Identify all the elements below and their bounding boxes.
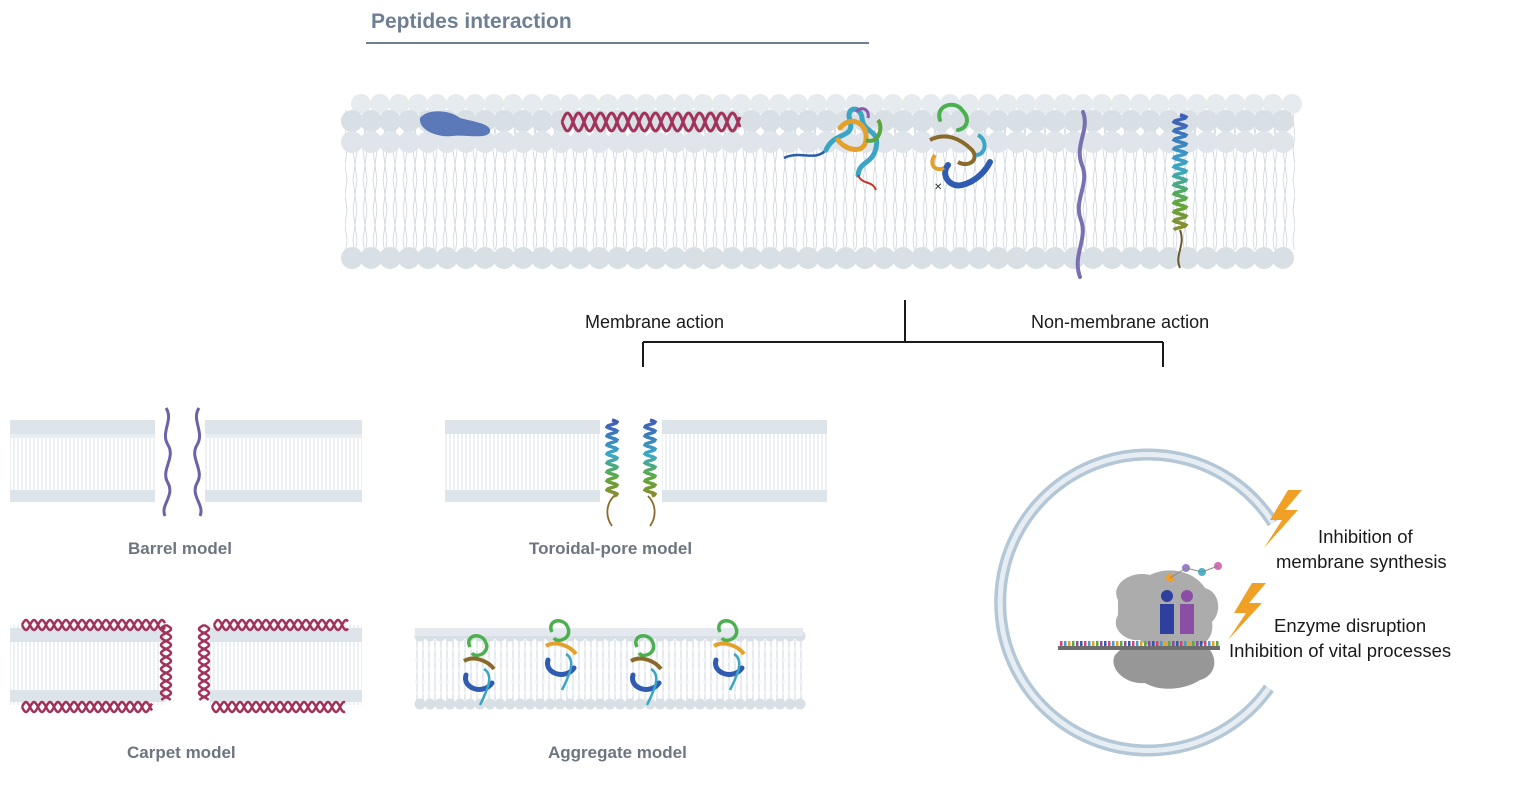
aggregate-model-label: Aggregate model	[548, 743, 687, 762]
effect-vital: Inhibition of vital processes	[1229, 640, 1451, 661]
toroidal-pore-model-membrane	[445, 418, 827, 527]
title: Peptides interaction	[371, 10, 572, 33]
svg-text:✕: ✕	[934, 182, 942, 193]
linear-peptide-top	[1075, 110, 1087, 279]
branch-non-membrane-label: Non-membrane action	[1031, 312, 1209, 332]
aggregate-model-membrane	[414, 619, 806, 710]
barrel-model-label: Barrel model	[128, 539, 232, 558]
effect-synthesis-line2: membrane synthesis	[1276, 551, 1447, 572]
top-lipid-bilayer	[341, 94, 1302, 269]
beta-sheet-peptide-top	[560, 111, 742, 133]
bacterial-cell	[994, 448, 1279, 757]
mixed-fold-peptide-1	[783, 106, 883, 191]
effect-enzyme: Enzyme disruption	[1274, 615, 1426, 636]
mixed-fold-peptide-2: ✕	[929, 102, 993, 193]
branch-membrane-label: Membrane action	[585, 312, 724, 332]
toroidal-model-label: Toroidal-pore model	[529, 539, 692, 558]
branch-connector	[642, 300, 1164, 367]
globular-peptide	[419, 111, 491, 137]
lightning-icon-synthesis	[1264, 490, 1302, 548]
barrel-model-membrane	[10, 407, 362, 517]
ribosome-enzyme-complex	[1058, 562, 1222, 689]
carpet-model-membrane	[10, 618, 362, 714]
effect-synthesis-line1: Inhibition of	[1318, 526, 1413, 547]
carpet-model-label: Carpet model	[127, 743, 236, 762]
lightning-icon-enzyme	[1228, 583, 1266, 640]
alpha-helix-peptide-top	[1171, 113, 1189, 269]
